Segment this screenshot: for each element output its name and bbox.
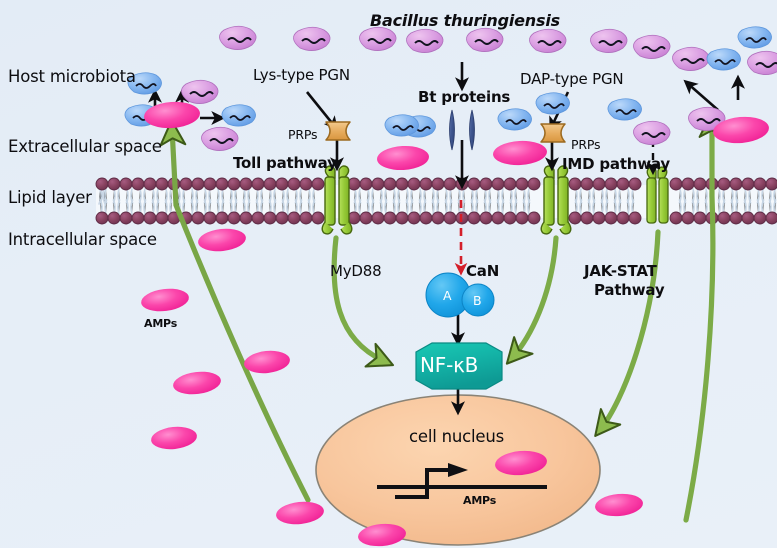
arrow-amp-secretion-right (683, 111, 726, 523)
label-host-microbiota: Host microbiota (8, 67, 136, 86)
label-prps-right: PRPs (571, 137, 601, 152)
label-cell-nucleus: cell nucleus (409, 427, 505, 446)
prps-icon-right (540, 123, 566, 143)
green-pathway-arrows (159, 111, 726, 523)
figure-title: Bacillus thuringiensis (370, 11, 560, 30)
bt-protein-particles (449, 109, 475, 151)
gene-promoter-symbol (377, 468, 547, 499)
label-dap-type-pgn: DAP-type PGN (520, 70, 624, 88)
label-jak-stat-line1: JAK-STAT (584, 262, 657, 280)
label-nfkb: NF-κB (420, 353, 479, 377)
label-intracellular-space: Intracellular space (8, 230, 157, 249)
label-bt-proteins: Bt proteins (418, 88, 511, 106)
label-lipid-layer: Lipid layer (8, 188, 92, 207)
label-can: CaN (466, 262, 500, 280)
arrow-microbiota-right-diag (683, 79, 719, 111)
label-amps-gene: AMPs (463, 494, 497, 507)
gene-arrowhead (448, 463, 468, 477)
label-extracellular-space: Extracellular space (8, 137, 162, 156)
label-prps-left: PRPs (288, 127, 318, 142)
label-jak-stat-line2: Pathway (594, 281, 665, 299)
arrow-myd88 (331, 235, 395, 368)
label-can-subunit-b: B (473, 293, 482, 308)
arrow-amp-secretion-left (159, 119, 311, 503)
label-lys-type-pgn: Lys-type PGN (253, 66, 350, 84)
prps-icon-left (325, 121, 351, 141)
membrane-receptor-toll (321, 165, 353, 235)
label-myd88: MyD88 (330, 262, 382, 280)
label-can-subunit-a: A (443, 288, 452, 303)
lipid-bilayer (95, 177, 777, 225)
black-arrows (148, 62, 745, 416)
label-imd-pathway: IMD pathway (562, 155, 670, 173)
arrow-jak-stat (594, 229, 661, 437)
nfkb-node (415, 342, 503, 390)
cell-nucleus (315, 394, 601, 546)
can-complex (425, 272, 495, 318)
arrow-imd (505, 235, 559, 365)
amp-particles (141, 101, 769, 547)
label-toll-pathway: Toll pathway (233, 154, 337, 172)
bacteria-blue-group (124, 26, 772, 137)
membrane-receptor-imd (540, 165, 572, 235)
label-amps-cytosol: AMPs (144, 317, 178, 330)
